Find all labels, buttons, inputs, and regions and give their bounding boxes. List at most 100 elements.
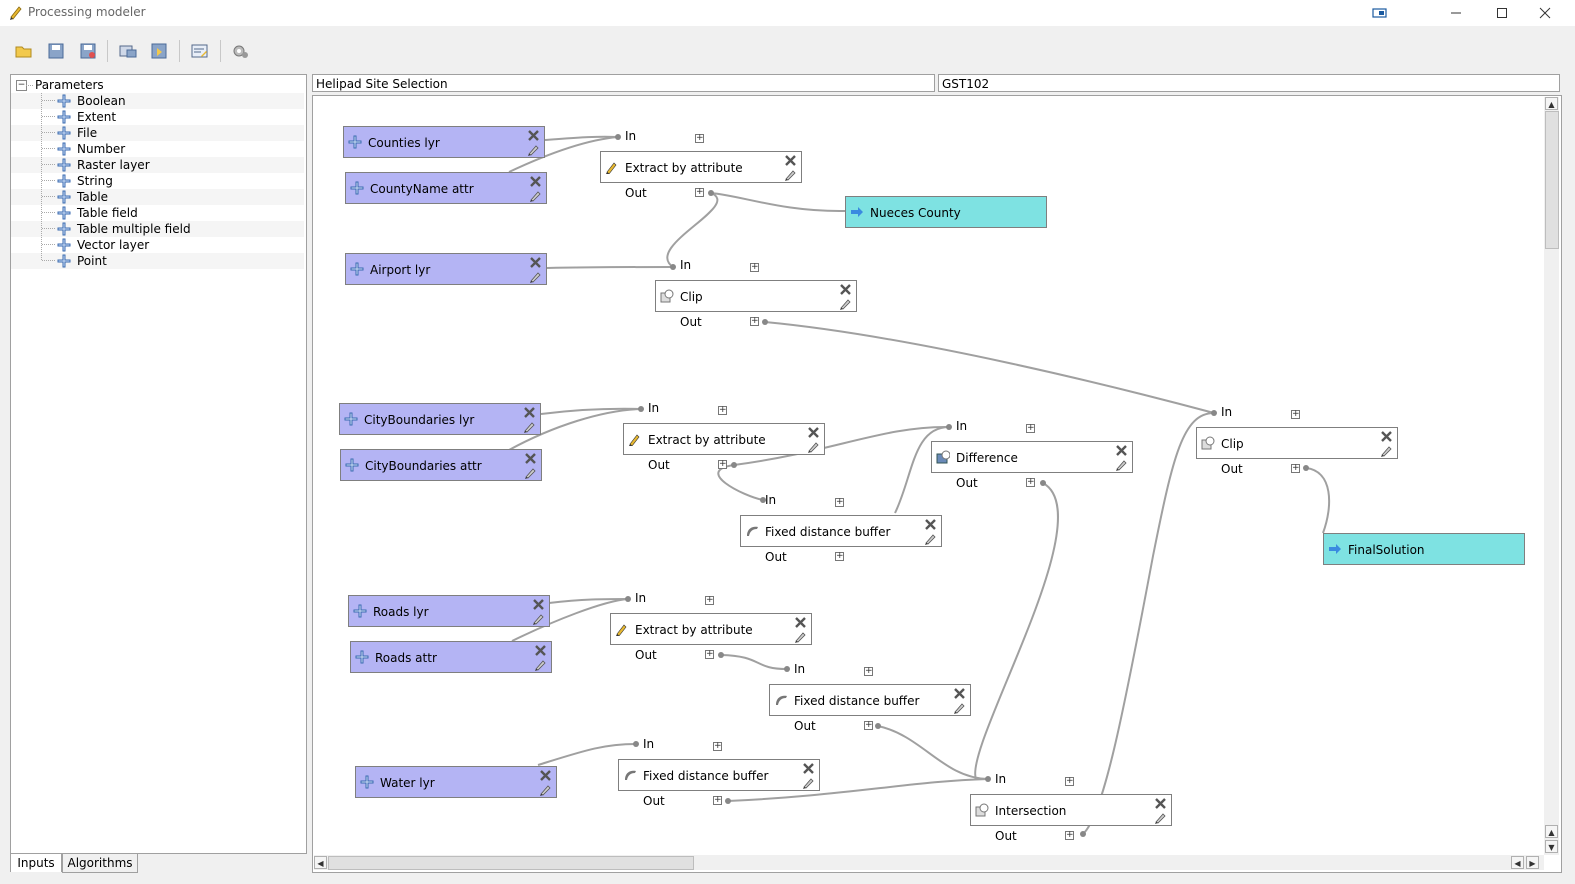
model-group-input[interactable]: GST102	[938, 74, 1560, 92]
node-counties-lyr[interactable]: Counties lyr	[343, 126, 545, 158]
node-extract1[interactable]: Extract by attribute	[600, 151, 802, 183]
edit-pencil-icon[interactable]	[529, 270, 542, 283]
delete-icon[interactable]	[529, 175, 542, 188]
edit-pencil-icon[interactable]	[1115, 458, 1128, 471]
delete-icon[interactable]	[953, 687, 966, 700]
node-buffer2[interactable]: Fixed distance buffer	[769, 684, 971, 716]
delete-icon[interactable]	[839, 283, 852, 296]
expand-outputs-icon[interactable]: +	[864, 720, 873, 730]
scroll-right-arrow[interactable]: ▶	[1526, 856, 1539, 869]
edit-pencil-icon[interactable]	[802, 776, 815, 789]
node-water-lyr[interactable]: Water lyr	[355, 766, 557, 798]
restore-layout-button[interactable]	[1357, 0, 1403, 26]
expand-inputs-icon[interactable]: +	[713, 741, 722, 751]
edit-pencil-icon[interactable]	[807, 440, 820, 453]
delete-icon[interactable]	[924, 518, 937, 531]
expand-inputs-icon[interactable]: +	[1026, 423, 1035, 433]
scroll-up-arrow[interactable]: ▲	[1545, 97, 1558, 110]
expand-inputs-icon[interactable]: +	[750, 262, 759, 272]
delete-icon[interactable]	[523, 406, 536, 419]
vertical-scrollbar[interactable]: ▲ ▲ ▼	[1544, 97, 1559, 855]
tree-item-file[interactable]: File	[11, 125, 304, 141]
edit-pencil-icon[interactable]	[529, 189, 542, 202]
edit-pencil-icon[interactable]	[784, 168, 797, 181]
expand-outputs-icon[interactable]: +	[1065, 830, 1074, 840]
tree-root-parameters[interactable]: − Parameters	[11, 77, 304, 93]
edit-pencil-icon[interactable]	[794, 630, 807, 643]
expand-outputs-icon[interactable]: +	[1026, 477, 1035, 487]
node-nueces-county[interactable]: Nueces County	[845, 196, 1047, 228]
tree-item-boolean[interactable]: Boolean	[11, 93, 304, 109]
node-clip2[interactable]: Clip	[1196, 427, 1398, 459]
expand-outputs-icon[interactable]: +	[718, 459, 727, 469]
expand-inputs-icon[interactable]: +	[718, 405, 727, 415]
scroll-left-arrow-right[interactable]: ◀	[1511, 856, 1524, 869]
delete-icon[interactable]	[532, 598, 545, 611]
delete-icon[interactable]	[529, 256, 542, 269]
expand-inputs-icon[interactable]: +	[835, 497, 844, 507]
delete-icon[interactable]	[527, 129, 540, 142]
model-name-input[interactable]: Helipad Site Selection	[312, 74, 935, 92]
delete-icon[interactable]	[1115, 444, 1128, 457]
tree-item-number[interactable]: Number	[11, 141, 304, 157]
edit-pencil-icon[interactable]	[1154, 811, 1167, 824]
horizontal-scrollbar[interactable]: ◀ ◀ ▶	[314, 855, 1544, 870]
expand-inputs-icon[interactable]: +	[705, 595, 714, 605]
node-buffer1[interactable]: Fixed distance buffer	[740, 515, 942, 547]
tree-item-point[interactable]: Point	[11, 253, 304, 269]
node-roads-lyr[interactable]: Roads lyr	[348, 595, 550, 627]
edit-pencil-icon[interactable]	[523, 420, 536, 433]
tab-algorithms[interactable]: Algorithms	[62, 853, 138, 873]
close-button[interactable]	[1522, 0, 1568, 26]
delete-icon[interactable]	[1380, 430, 1393, 443]
edit-pencil-icon[interactable]	[527, 143, 540, 156]
tree-item-extent[interactable]: Extent	[11, 109, 304, 125]
delete-icon[interactable]	[807, 426, 820, 439]
expand-outputs-icon[interactable]: +	[713, 795, 722, 805]
delete-icon[interactable]	[794, 616, 807, 629]
expand-outputs-icon[interactable]: +	[705, 649, 714, 659]
edit-pencil-icon[interactable]	[524, 466, 537, 479]
scroll-left-arrow[interactable]: ◀	[314, 856, 327, 869]
expand-inputs-icon[interactable]: +	[1065, 776, 1074, 786]
delete-icon[interactable]	[524, 452, 537, 465]
edit-pencil-icon[interactable]	[534, 658, 547, 671]
save-model-button[interactable]	[44, 40, 68, 62]
minimize-button[interactable]	[1433, 0, 1479, 26]
tab-inputs[interactable]: Inputs	[10, 853, 62, 872]
edit-help-button[interactable]	[188, 40, 212, 62]
node-clip1[interactable]: Clip	[655, 280, 857, 312]
node-roads-attr[interactable]: Roads attr	[350, 641, 552, 673]
save-as-button[interactable]	[76, 40, 100, 62]
node-airport-lyr[interactable]: Airport lyr	[345, 253, 547, 285]
node-finalsolution[interactable]: FinalSolution	[1323, 533, 1525, 565]
horizontal-scroll-thumb[interactable]	[328, 856, 694, 870]
delete-icon[interactable]	[1154, 797, 1167, 810]
delete-icon[interactable]	[539, 769, 552, 782]
open-model-button[interactable]	[12, 40, 36, 62]
tree-item-table-multiple-field[interactable]: Table multiple field	[11, 221, 304, 237]
scroll-down-arrow[interactable]: ▼	[1545, 840, 1558, 853]
edit-pencil-icon[interactable]	[532, 612, 545, 625]
tree-item-string[interactable]: String	[11, 173, 304, 189]
edit-pencil-icon[interactable]	[539, 783, 552, 796]
expand-outputs-icon[interactable]: +	[1291, 463, 1300, 473]
node-countyname-attr[interactable]: CountyName attr	[345, 172, 547, 204]
vertical-scroll-thumb[interactable]	[1545, 111, 1559, 249]
tree-item-raster-layer[interactable]: Raster layer	[11, 157, 304, 173]
tree-item-vector-layer[interactable]: Vector layer	[11, 237, 304, 253]
edit-pencil-icon[interactable]	[953, 701, 966, 714]
export-image-button[interactable]	[116, 40, 140, 62]
edit-pencil-icon[interactable]	[839, 297, 852, 310]
node-cityboundaries-lyr[interactable]: CityBoundaries lyr	[339, 403, 541, 435]
node-buffer3[interactable]: Fixed distance buffer	[618, 759, 820, 791]
tree-item-table[interactable]: Table	[11, 189, 304, 205]
node-intersection[interactable]: Intersection	[970, 794, 1172, 826]
node-extract3[interactable]: Extract by attribute	[610, 613, 812, 645]
edit-pencil-icon[interactable]	[924, 532, 937, 545]
export-python-button[interactable]	[148, 40, 172, 62]
delete-icon[interactable]	[534, 644, 547, 657]
expand-outputs-icon[interactable]: +	[750, 316, 759, 326]
node-difference[interactable]: Difference	[931, 441, 1133, 473]
